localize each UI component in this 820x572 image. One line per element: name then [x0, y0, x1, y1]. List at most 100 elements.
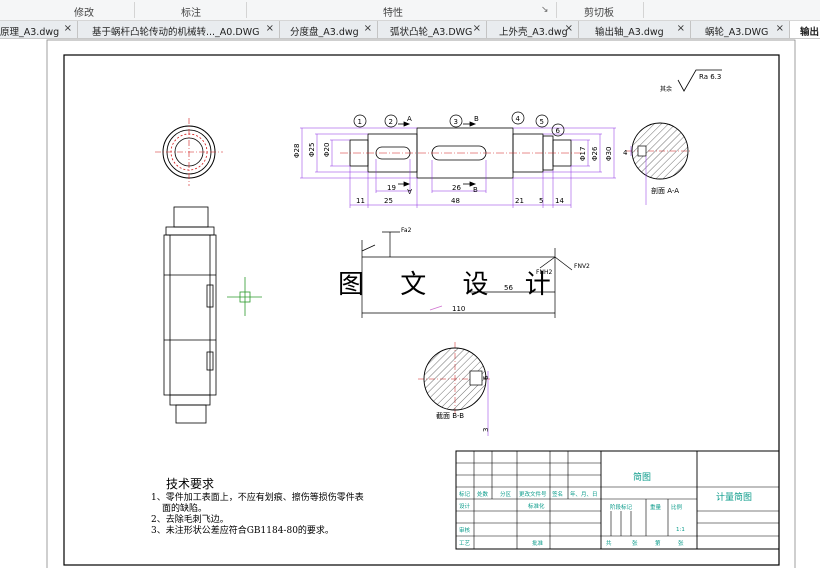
svg-text:签名: 签名 — [552, 490, 563, 498]
title-block — [455, 450, 780, 550]
ribbon-panel-bar: 修改 标注 特性 ↘ 剪切板 — [0, 0, 820, 21]
svg-text:2、去除毛刺飞边。: 2、去除毛刺飞边。 — [151, 513, 229, 525]
svg-text:B: B — [473, 186, 478, 194]
svg-text:标记: 标记 — [459, 490, 471, 498]
close-tab-icon[interactable]: × — [472, 23, 481, 34]
svg-text:26: 26 — [452, 184, 461, 192]
close-tab-icon[interactable]: × — [775, 23, 784, 34]
file-tab[interactable]: 基于蜗杆凸轮传动的机械转..._A0.DWG × — [78, 21, 280, 38]
svg-text:6: 6 — [482, 375, 490, 380]
close-tab-icon[interactable]: × — [265, 23, 274, 34]
svg-text:张: 张 — [632, 539, 638, 547]
svg-text:Φ30: Φ30 — [605, 147, 613, 161]
force-diagram: Fa2 FNH2 FNV2 56 110 — [361, 227, 590, 318]
main-shaft-view — [340, 127, 585, 179]
svg-text:11: 11 — [356, 197, 365, 205]
end-view-circle — [155, 118, 223, 186]
svg-text:Φ28: Φ28 — [293, 144, 301, 158]
file-tab-active[interactable]: 输出 — [790, 21, 820, 38]
svg-text:25: 25 — [384, 197, 393, 205]
ribbon-group-modify[interactable]: 修改 — [74, 8, 94, 19]
close-tab-icon[interactable]: × — [63, 23, 72, 34]
svg-text:设计: 设计 — [459, 502, 471, 510]
file-tab-label: 基于蜗杆凸轮传动的机械转..._A0.DWG — [92, 27, 260, 38]
file-tab-label: 蜗轮_A3.DWG — [705, 27, 769, 38]
file-tab[interactable]: 上外壳_A3.dwg × — [487, 21, 579, 38]
svg-text:A: A — [407, 115, 412, 123]
svg-text:Φ26: Φ26 — [591, 146, 599, 161]
ribbon-separator — [643, 2, 644, 18]
roughness-symbol: 其余 Ra 6.3 — [660, 69, 722, 93]
title-block-text: 简图 计量简图 标记 处数 分区 更改文件号 签名 年、月、日 设计 标准化 阶… — [459, 471, 752, 547]
ribbon-separator — [246, 2, 247, 18]
ribbon-separator — [134, 2, 135, 18]
length-dimension-labels: 19 26 11 25 48 21 5 14 — [356, 184, 564, 205]
svg-text:标准化: 标准化 — [528, 502, 545, 510]
svg-text:面的缺陷。: 面的缺陷。 — [162, 502, 207, 514]
svg-text:1: 1 — [358, 118, 362, 126]
ucs-crosshair-icon — [227, 277, 262, 316]
file-tab-label: 上外壳_A3.dwg — [499, 27, 568, 38]
technical-requirements: 技术要求 1、零件加工表面上，不应有划痕、擦伤等损伤零件表 面的缺陷。 2、去除… — [151, 477, 364, 536]
svg-text:2: 2 — [389, 118, 393, 126]
svg-text:Fa2: Fa2 — [401, 227, 412, 234]
dimension-lines — [300, 127, 616, 208]
svg-text:48: 48 — [451, 197, 460, 205]
svg-text:比例: 比例 — [671, 503, 683, 511]
section-b-b-label: 截面 B-B — [436, 411, 464, 420]
svg-text:Φ17: Φ17 — [579, 147, 587, 161]
dialog-launcher-icon[interactable]: ↘ — [541, 5, 549, 15]
svg-text:FNV2: FNV2 — [574, 263, 590, 270]
svg-text:处数: 处数 — [477, 490, 489, 498]
ribbon-group-annotate[interactable]: 标注 — [181, 8, 201, 19]
svg-text:1、零件加工表面上，不应有划痕、擦伤等损伤零件表: 1、零件加工表面上，不应有划痕、擦伤等损伤零件表 — [151, 491, 364, 503]
svg-text:FNH2: FNH2 — [536, 269, 552, 276]
roughness-label: 其余 — [660, 85, 672, 93]
svg-text:重量: 重量 — [650, 503, 662, 511]
close-tab-icon[interactable]: × — [676, 23, 685, 34]
svg-text:批准: 批准 — [532, 539, 544, 547]
file-tab-label: 分度盘_A3.dwg — [290, 27, 359, 38]
diameter-labels: Φ28 Φ25 Φ20 Φ17 Φ26 Φ30 — [293, 143, 613, 161]
file-tab-bar: 原理_A3.dwg × 基于蜗杆凸轮传动的机械转..._A0.DWG × 分度盘… — [0, 21, 820, 39]
title-block-drawing-name: 计量简图 — [716, 491, 752, 503]
section-a-a-label: 剖面 A-A — [651, 186, 679, 195]
file-tab[interactable]: 输出轴_A3.dwg × — [579, 21, 691, 38]
svg-text:第: 第 — [655, 539, 661, 547]
svg-text:14: 14 — [555, 197, 564, 205]
svg-text:4: 4 — [623, 149, 628, 157]
title-block-name: 简图 — [633, 471, 651, 483]
svg-text:工艺: 工艺 — [459, 540, 471, 547]
close-tab-icon[interactable]: × — [564, 23, 573, 34]
svg-text:3: 3 — [454, 118, 458, 126]
svg-text:共: 共 — [606, 539, 612, 547]
svg-text:5: 5 — [540, 118, 544, 126]
sheet-inner-border — [63, 54, 780, 566]
svg-text:56: 56 — [504, 284, 513, 292]
svg-text:4: 4 — [516, 115, 521, 123]
svg-text:B: B — [474, 115, 479, 123]
file-tab[interactable]: 蜗轮_A3.DWG × — [691, 21, 790, 38]
file-tab-label: 输出轴_A3.dwg — [595, 27, 664, 38]
svg-text:5: 5 — [539, 197, 543, 205]
svg-text:1:1: 1:1 — [676, 527, 685, 533]
svg-text:阶段标记: 阶段标记 — [610, 503, 633, 511]
part-balloons: 1 2 3 4 5 6 — [353, 111, 565, 137]
file-tab[interactable]: 原理_A3.dwg × — [0, 21, 78, 38]
svg-text:Φ20: Φ20 — [323, 143, 331, 157]
drawing-canvas[interactable]: 其余 Ra 6.3 — [0, 39, 820, 571]
svg-text:21: 21 — [515, 197, 524, 205]
file-tab[interactable]: 弧状凸轮_A3.DWG × — [378, 21, 487, 38]
watermark-text: 图 文 设 计 — [338, 270, 565, 300]
drawing-svg: 其余 Ra 6.3 — [46, 39, 796, 571]
svg-text:A: A — [407, 187, 412, 195]
file-tab-label: 输出 — [800, 27, 820, 38]
svg-text:19: 19 — [387, 184, 396, 192]
ribbon-group-clipboard[interactable]: 剪切板 — [584, 8, 614, 19]
file-tab[interactable]: 分度盘_A3.dwg × — [280, 21, 378, 38]
ribbon-group-properties[interactable]: 特性 — [383, 8, 403, 19]
svg-text:技术要求: 技术要求 — [166, 477, 214, 491]
close-tab-icon[interactable]: × — [363, 23, 372, 34]
svg-text:3、未注形状公差应符合GB1184-80的要求。: 3、未注形状公差应符合GB1184-80的要求。 — [151, 524, 334, 536]
file-tab-label: 弧状凸轮_A3.DWG — [390, 27, 473, 38]
